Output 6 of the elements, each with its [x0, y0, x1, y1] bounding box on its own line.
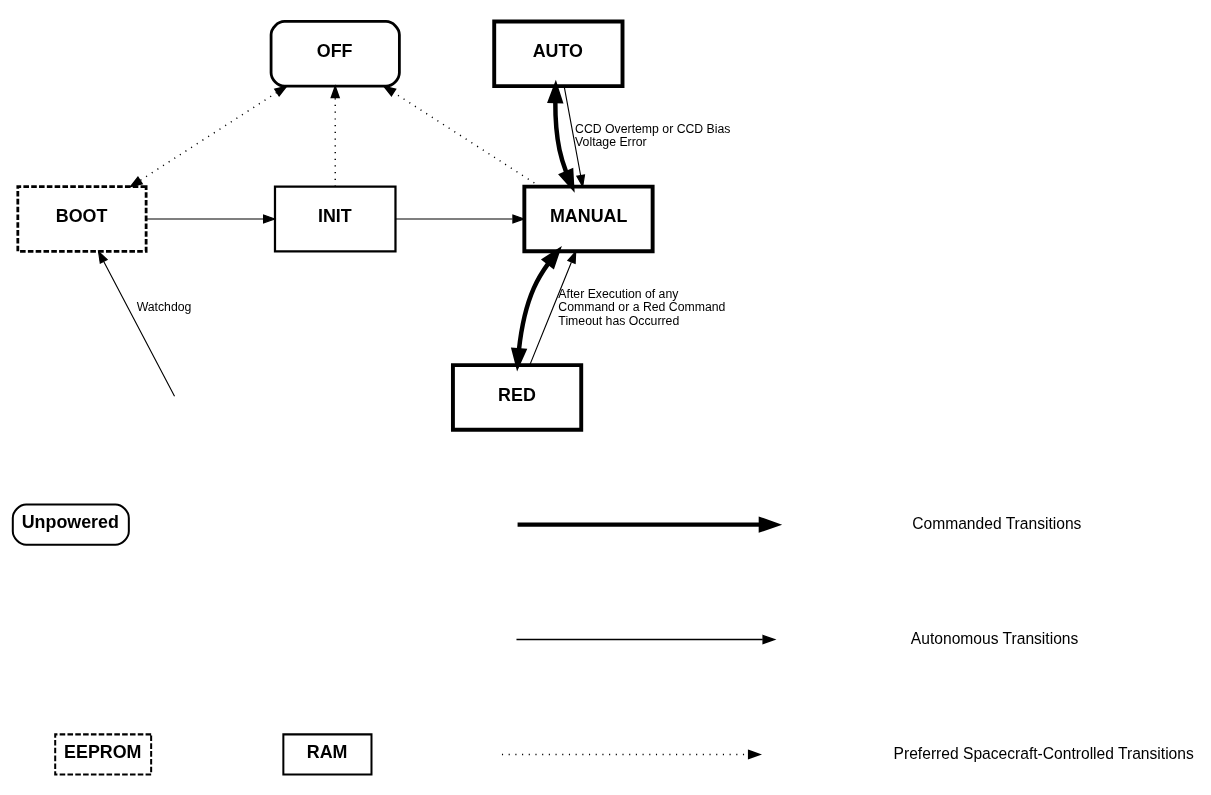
- legend-label: Preferred Spacecraft-Controlled Transitions: [893, 744, 1194, 762]
- legend-label: Commanded Transitions: [912, 514, 1082, 532]
- legend-label: Autonomous Transitions: [910, 629, 1079, 647]
- edge-label: Watchdog: [136, 299, 192, 314]
- edge-label: After Execution of any Command or a Red Command Timeout has Occurred: [558, 286, 726, 328]
- edge-label: CCD Overtemp or CCD Bias Voltage Error: [575, 121, 731, 149]
